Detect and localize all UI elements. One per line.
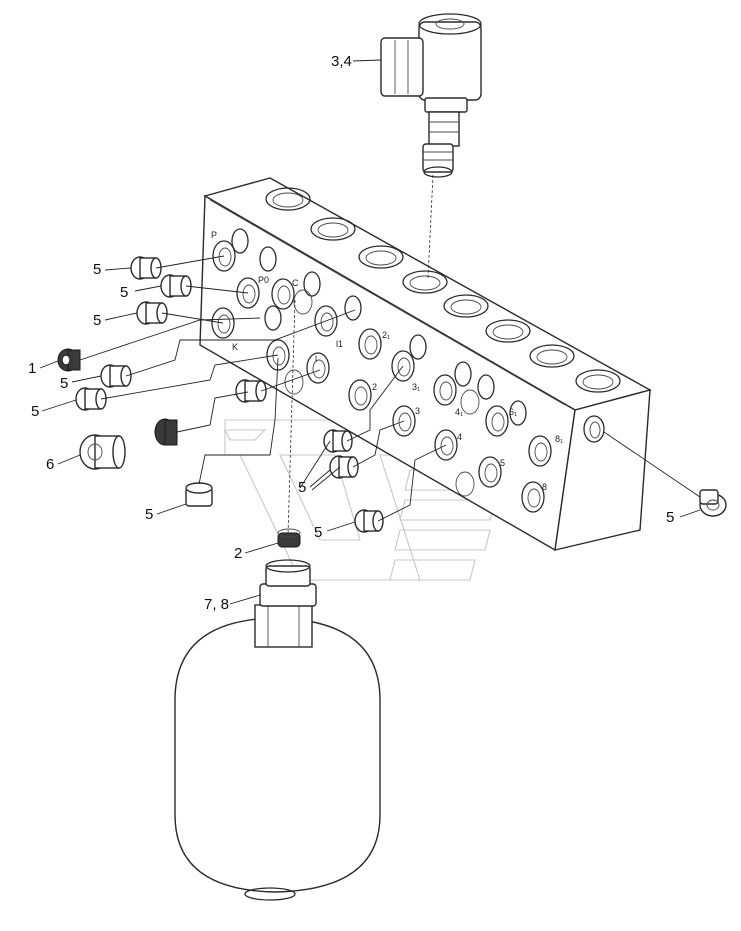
plug-8 — [329, 455, 359, 479]
plug-11 — [699, 489, 727, 517]
part-1-plug — [57, 348, 81, 372]
plug-5 — [75, 387, 107, 411]
port-label-f1: 4₁ — [455, 407, 463, 417]
valve-block — [199, 177, 652, 552]
callout-5-f: 5 — [298, 479, 306, 496]
solenoid-valve — [380, 13, 482, 279]
port-label-e: 8 — [542, 482, 547, 492]
port-label-e1: 8₁ — [555, 434, 563, 444]
callout-5-d: 5 — [60, 375, 68, 392]
accumulator — [174, 299, 381, 901]
callout-1: 1 — [28, 360, 36, 377]
part-6-plug — [79, 434, 126, 470]
callout-5-g: 5 — [145, 506, 153, 523]
port-label-s: 5 — [500, 458, 505, 468]
part-6-ring — [154, 418, 178, 446]
callouts: 3,4 5 5 5 1 5 5 6 5 5 5 5 2 7, 8 — [28, 53, 674, 613]
callout-leaders — [39, 59, 701, 605]
part-2-nipple — [277, 528, 301, 548]
plug-10 — [185, 482, 213, 507]
callout-5-e: 5 — [31, 403, 39, 420]
port-label-l1: l1 — [336, 339, 343, 349]
port-label-p: P — [211, 230, 217, 240]
assembly-lines — [79, 255, 701, 522]
port-label-c: C — [292, 278, 299, 288]
port-label-z1: 2₁ — [382, 330, 390, 340]
port-label-s1: 6₁ — [509, 407, 517, 417]
callout-5-i: 5 — [666, 509, 674, 526]
callout-2: 2 — [234, 545, 242, 562]
port-label-t1: 3₁ — [412, 382, 420, 392]
port-label-f: 4 — [457, 432, 462, 442]
plug-9 — [354, 509, 384, 533]
callout-3-4: 3,4 — [331, 53, 352, 70]
port-label-k: K — [232, 342, 238, 352]
plug-7 — [323, 429, 353, 453]
callout-5-c: 5 — [93, 312, 101, 329]
top-ports — [265, 187, 621, 393]
port-label-l: l — [315, 354, 317, 364]
port-labels: P P0 C K l1 l 2₁ 2 3₁ 3 4₁ 4 6₁ 5 8₁ 8 — [211, 230, 563, 492]
callout-5-b: 5 — [120, 284, 128, 301]
callout-6: 6 — [46, 456, 54, 473]
callout-5-a: 5 — [93, 261, 101, 278]
port-label-p0: P0 — [258, 275, 269, 285]
port-label-t: 3 — [415, 406, 420, 416]
callout-7-8: 7, 8 — [204, 596, 229, 613]
callout-5-h: 5 — [314, 524, 322, 541]
port-label-z: 2 — [372, 382, 377, 392]
front-ports — [211, 228, 605, 513]
